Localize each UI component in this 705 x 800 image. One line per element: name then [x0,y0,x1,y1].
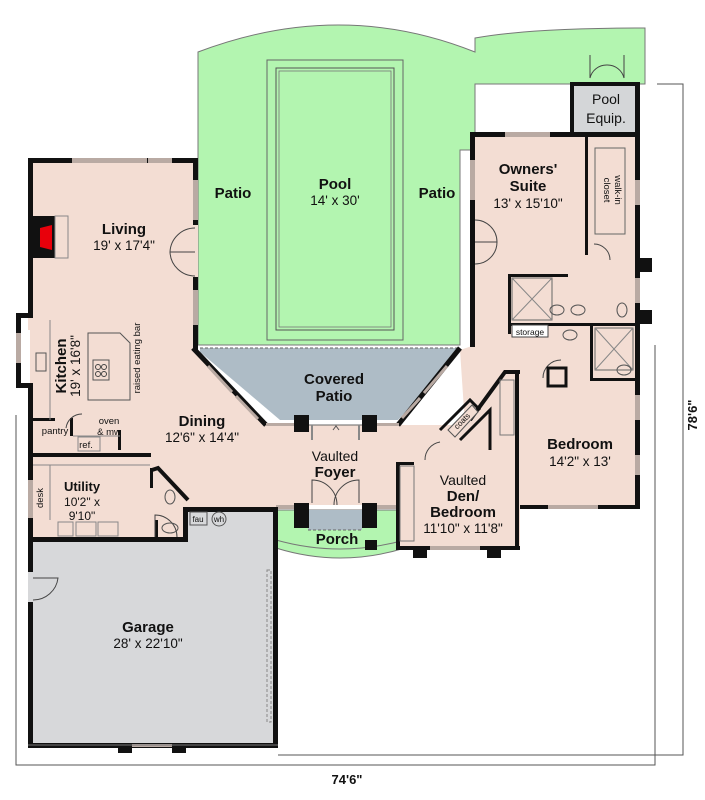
living-label: Living [102,221,146,238]
kitchen-label: Kitchen [53,338,70,393]
covered-patio-label-2: Patio [316,388,353,405]
living-dims: 19' x 17'4" [93,238,155,253]
porch-label: Porch [316,531,359,548]
wh-label: wh [213,515,224,524]
owners-suite-label-2: Suite [510,178,547,195]
walk-in-closet-label-2: closet [601,178,612,203]
dining-dims: 12'6" x 14'4" [165,430,239,445]
pool-equip-floor [573,84,638,134]
outdoor-areas [197,24,646,559]
den-label-1: Vaulted [440,472,486,488]
doors [32,55,625,601]
overall-depth-label: 78'6" [685,400,700,431]
oven-mw-label-1: oven [99,416,120,427]
bedroom-label: Bedroom [547,436,613,453]
covered-patio [200,348,460,420]
utility-dims-1: 10'2" x [64,495,100,509]
bedroom-dims: 14'2" x 13' [549,454,611,469]
patio-right-label: Patio [419,185,456,202]
room-labels: Living 19' x 17'4" Kitchen 19' x 16'8" r… [35,91,626,651]
fixtures [33,277,634,542]
walk-in-closet-label-1: walk-in [612,174,623,205]
ref-label: ref. [79,440,93,451]
den-dims: 11'10" x 11'8" [423,521,503,536]
fau-label: fau [192,515,203,524]
desk-label: desk [35,488,46,508]
pool-inner [275,67,395,331]
garage-dims: 28' x 22'10" [113,636,182,651]
interior [28,135,640,548]
owners-suite-label-1: Owners' [499,161,558,178]
pool-label: Pool [319,176,352,193]
storage-label: storage [516,327,545,337]
walls [16,82,652,753]
notch [474,83,574,137]
foyer-label-2: Foyer [315,464,356,481]
den-label-3: Bedroom [430,504,496,521]
oven-mw-label-2: & mw [97,427,121,438]
covered-patio-label-1: Covered [304,371,364,388]
dining-label: Dining [179,413,226,430]
left-wing-floor [28,135,640,548]
dimension-lines [15,83,684,766]
overall-width-label: 74'6" [332,772,363,787]
kitchen-dims: 19' x 16'8" [68,335,83,397]
garage-label: Garage [122,619,174,636]
den-label-2: Den/ [447,488,480,505]
owners-suite-dims: 13' x 15'10" [493,196,562,211]
pantry-label: pantry [42,426,69,437]
garage-floor [30,540,273,745]
utility-label: Utility [64,479,101,494]
patio-left-label: Patio [215,185,252,202]
pool-dims: 14' x 30' [310,193,359,208]
pool-equip-label-1: Pool [592,91,620,107]
pool-equip-label-2: Equip. [586,110,626,126]
raised-eating-bar-label: raised eating bar [132,323,143,394]
utility-dims-2: 9'10" [69,509,96,523]
foyer-label-1: Vaulted [312,448,358,464]
